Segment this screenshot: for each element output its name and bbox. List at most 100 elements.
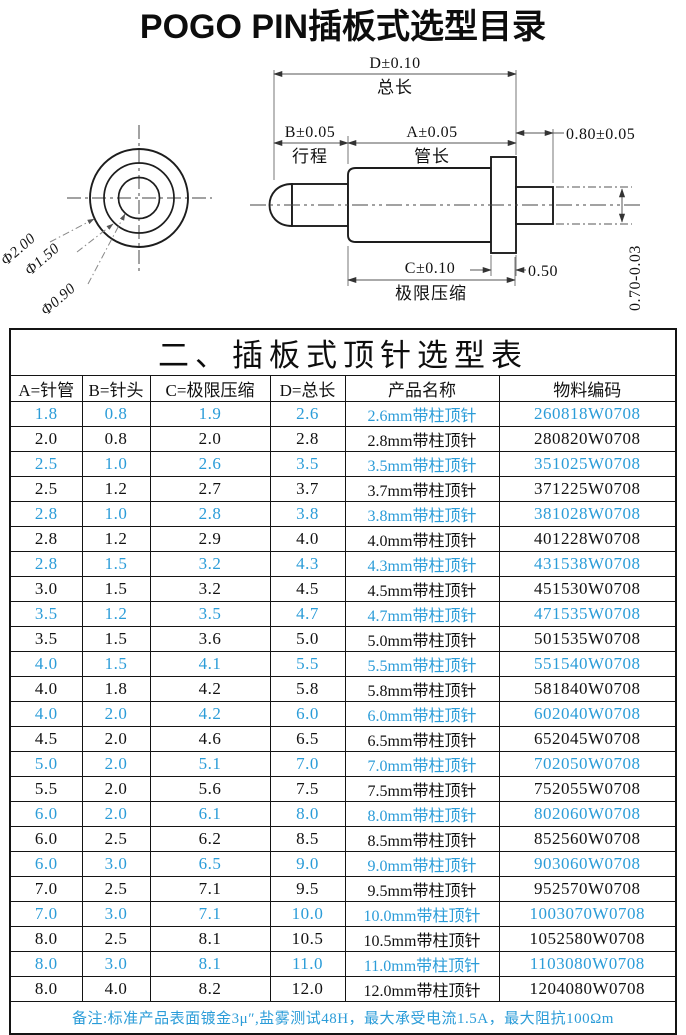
inner-circle <box>117 176 161 220</box>
barrel <box>347 167 492 243</box>
cell-code: 702050W0708 <box>498 751 677 777</box>
col-header-tube: A=针管 <box>9 375 83 402</box>
cell-b: 1.2 <box>81 601 151 627</box>
cell-name: 5.8mm带柱顶针 <box>344 676 500 702</box>
cell-a: 8.0 <box>9 926 83 952</box>
cell-b: 2.0 <box>81 701 151 727</box>
cell-b: 1.5 <box>81 626 151 652</box>
dim-tube-label: 管长 <box>414 147 450 166</box>
cell-c: 8.2 <box>149 976 271 1002</box>
cell-c: 7.1 <box>149 901 271 927</box>
plunger-dome <box>268 183 293 227</box>
cell-d: 3.5 <box>269 451 346 477</box>
cell-b: 0.8 <box>81 426 151 452</box>
cell-c: 6.2 <box>149 826 271 852</box>
cell-b: 3.0 <box>81 951 151 977</box>
cell-a: 3.5 <box>9 626 83 652</box>
cell-d: 11.0 <box>269 951 346 977</box>
dim-total-label: 总长 <box>377 78 413 97</box>
cell-c: 2.7 <box>149 476 271 502</box>
cell-code: 351025W0708 <box>498 451 677 477</box>
cell-a: 2.8 <box>9 526 83 552</box>
cell-b: 1.0 <box>81 501 151 527</box>
cell-a: 2.8 <box>9 501 83 527</box>
middle-circle <box>103 162 175 234</box>
cell-c: 4.1 <box>149 651 271 677</box>
cell-d: 8.0 <box>269 801 346 827</box>
col-header-product: 产品名称 <box>344 375 500 402</box>
cell-b: 2.5 <box>81 876 151 902</box>
cell-a: 6.0 <box>9 826 83 852</box>
cell-d: 5.0 <box>269 626 346 652</box>
cell-b: 0.8 <box>81 401 151 427</box>
cell-a: 2.5 <box>9 451 83 477</box>
cell-d: 6.5 <box>269 726 346 752</box>
cell-c: 7.1 <box>149 876 271 902</box>
cell-code: 952570W0708 <box>498 876 677 902</box>
cell-c: 6.1 <box>149 801 271 827</box>
cell-a: 4.5 <box>9 726 83 752</box>
cell-b: 2.5 <box>81 826 151 852</box>
cell-name: 2.8mm带柱顶针 <box>344 426 500 452</box>
cell-b: 2.0 <box>81 801 151 827</box>
cell-name: 4.3mm带柱顶针 <box>344 551 500 577</box>
cell-code: 752055W0708 <box>498 776 677 802</box>
cell-d: 4.3 <box>269 551 346 577</box>
cell-c: 2.6 <box>149 451 271 477</box>
cell-a: 5.0 <box>9 751 83 777</box>
cell-code: 802060W0708 <box>498 801 677 827</box>
cell-a: 4.0 <box>9 651 83 677</box>
cell-name: 3.8mm带柱顶针 <box>344 501 500 527</box>
cell-name: 3.7mm带柱顶针 <box>344 476 500 502</box>
cell-c: 4.6 <box>149 726 271 752</box>
cell-code: 381028W0708 <box>498 501 677 527</box>
cell-a: 6.0 <box>9 851 83 877</box>
cell-b: 1.2 <box>81 526 151 552</box>
dim-tube-tol: A±0.05 <box>406 124 457 141</box>
cell-d: 7.5 <box>269 776 346 802</box>
cell-a: 6.0 <box>9 801 83 827</box>
cell-d: 8.5 <box>269 826 346 852</box>
leader-line <box>49 218 95 243</box>
cell-name: 6.5mm带柱顶针 <box>344 726 500 752</box>
cell-name: 8.5mm带柱顶针 <box>344 826 500 852</box>
cell-a: 1.8 <box>9 401 83 427</box>
cell-c: 5.1 <box>149 751 271 777</box>
cell-d: 5.8 <box>269 676 346 702</box>
table-title-row: 二、插板式顶针选型表 <box>9 328 677 376</box>
cell-name: 5.5mm带柱顶针 <box>344 651 500 677</box>
cell-a: 2.8 <box>9 551 83 577</box>
cell-code: 431538W0708 <box>498 551 677 577</box>
cell-code: 260818W0708 <box>498 401 677 427</box>
cell-b: 3.0 <box>81 901 151 927</box>
cell-d: 2.8 <box>269 426 346 452</box>
leader-line <box>87 213 126 285</box>
cell-b: 2.5 <box>81 926 151 952</box>
cell-name: 2.6mm带柱顶针 <box>344 401 500 427</box>
selection-table: 二、插板式顶针选型表 A=针管 B=针头 C=极限压缩 D=总长 产品名称 物料… <box>9 328 677 1035</box>
cell-a: 4.0 <box>9 676 83 702</box>
dim-compress-label: 极限压缩 <box>395 284 467 303</box>
cell-a: 7.0 <box>9 901 83 927</box>
cell-d: 3.7 <box>269 476 346 502</box>
cell-d: 3.8 <box>269 501 346 527</box>
cell-name: 6.0mm带柱顶针 <box>344 701 500 727</box>
cell-c: 2.8 <box>149 501 271 527</box>
cell-d: 7.0 <box>269 751 346 777</box>
cell-name: 12.0mm带柱顶针 <box>344 976 500 1002</box>
dimensions <box>273 70 632 286</box>
